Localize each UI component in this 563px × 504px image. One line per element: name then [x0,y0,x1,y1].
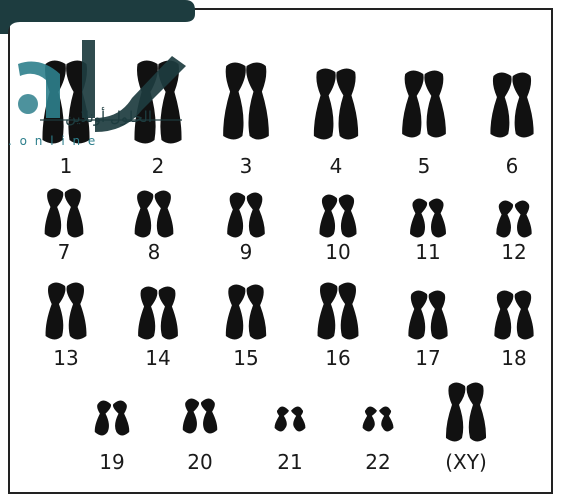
chromosome-pair-10 [320,195,357,238]
chromosome-pair-5 [402,71,446,138]
chromosome-pair-15 [226,285,266,340]
chromosome-label-xy: (XY) [436,450,496,474]
chromosome-label-9: 9 [216,240,276,264]
chromosome-pair-18 [494,291,533,340]
chromosome-label-7: 7 [34,240,94,264]
chromosome-label-17: 17 [398,346,458,370]
chromosome-pair-11 [410,199,446,238]
chromosome-label-16: 16 [308,346,368,370]
chromosome-pair-13 [46,283,87,340]
chromosome-label-14: 14 [128,346,188,370]
chromosome-pair-8 [135,191,174,238]
chromosome-pair-21 [275,407,306,432]
chromosome-label-2: 2 [128,154,188,178]
chromosome-label-6: 6 [482,154,542,178]
chromosome-pair-9 [227,193,265,238]
chromosome-label-4: 4 [306,154,366,178]
chromosome-label-5: 5 [394,154,454,178]
chromosome-label-13: 13 [36,346,96,370]
logo-arabic-text: الحلول أونلاين [2,108,152,126]
chromosome-label-3: 3 [216,154,276,178]
chromosome-label-11: 11 [398,240,458,264]
chromosome-pair-12 [496,201,531,238]
chromosome-pair-xy [446,383,486,442]
chromosome-pair-16 [318,283,359,340]
chromosome-pair-17 [408,291,447,340]
chromosome-label-21: 21 [260,450,320,474]
chromosome-label-12: 12 [484,240,544,264]
chromosome-label-1: 1 [36,154,96,178]
chromosome-label-19: 19 [82,450,142,474]
chromosome-pair-19 [95,401,129,436]
chromosome-pair-4 [314,69,358,140]
chromosome-label-18: 18 [484,346,544,370]
chromosome-pair-6 [490,73,533,138]
chromosome-label-8: 8 [124,240,184,264]
chromosome-pair-20 [183,399,217,434]
chromosome-label-22: 22 [348,450,408,474]
chromosome-pair-3 [223,63,269,140]
chromosome-pair-14 [138,287,178,340]
chromosome-pair-7 [45,189,84,238]
logo-latin-text: . o n l i n e [8,134,97,148]
chromosome-label-20: 20 [170,450,230,474]
chromosome-pair-22 [363,407,394,432]
chromosome-label-10: 10 [308,240,368,264]
chromosome-label-15: 15 [216,346,276,370]
